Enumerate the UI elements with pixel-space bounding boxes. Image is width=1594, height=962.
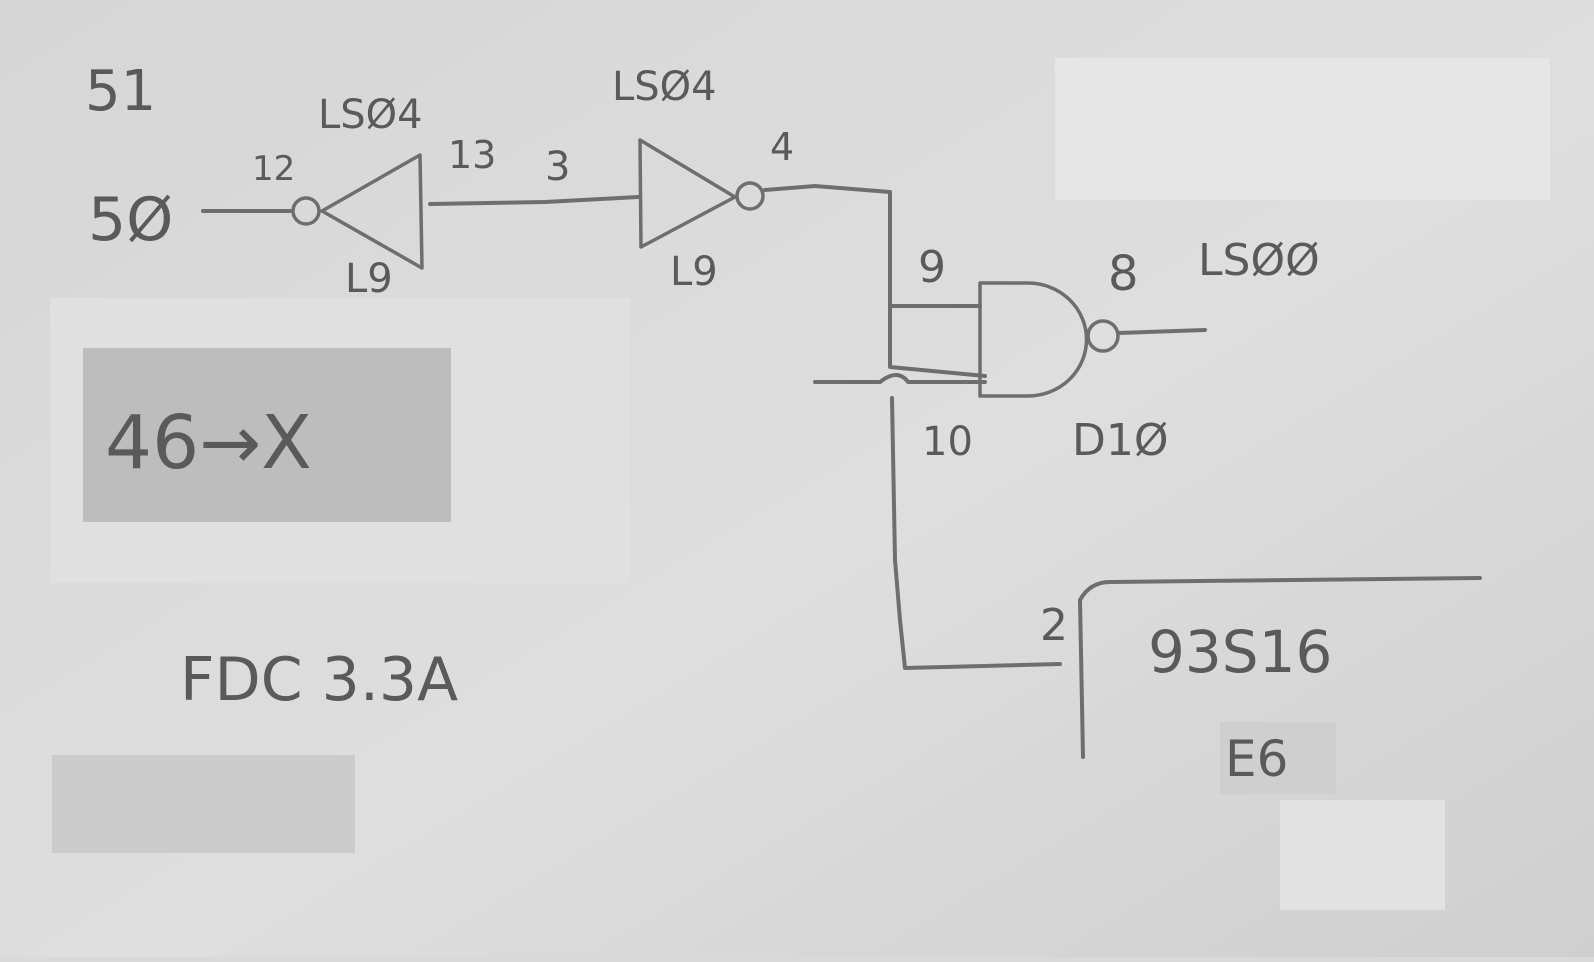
- blank-patch-bottom-right: [1280, 800, 1445, 910]
- gate3-part-label: LSØØ: [1198, 235, 1320, 286]
- blank-patch-top-right: [1055, 58, 1550, 200]
- gate1-inversion-bubble: [291, 196, 321, 226]
- wire-trunk-to-chip: [890, 396, 1062, 670]
- gate3-output-wire: [1116, 328, 1207, 335]
- board-reference: FDC 3.3A: [180, 645, 458, 715]
- sheet-reference: 51: [85, 59, 156, 124]
- gate2-input-pin: 3: [545, 144, 570, 190]
- gate2-location: L9: [670, 249, 718, 295]
- gate3-output-pin: 8: [1108, 246, 1139, 302]
- chip-part-label: 93S16: [1148, 618, 1332, 686]
- gate2-inverter-icon: [638, 138, 737, 249]
- gate1-location: L9: [345, 256, 393, 302]
- chip-location: E6: [1225, 730, 1288, 788]
- chip-location-box: [1220, 722, 1336, 794]
- gate3-input-pin-b: 10: [922, 419, 973, 465]
- gate3-location: D1Ø: [1072, 415, 1169, 466]
- gate1-part-label: LSØ4: [318, 92, 423, 138]
- gate2-part-label: LSØ4: [612, 64, 717, 110]
- gate1-inverter-icon: [320, 153, 424, 270]
- crossing-wire: [813, 373, 987, 384]
- chip-pin-number: 2: [1040, 600, 1068, 651]
- gate3-inversion-bubble: [1086, 319, 1120, 353]
- wire-trunk-to-nand-pin10: [888, 304, 987, 378]
- gate2-inversion-bubble: [735, 181, 765, 211]
- note-box-text: 46→X: [105, 400, 312, 486]
- gate1-input-pin: 12: [252, 149, 295, 189]
- input-signal-label: 5Ø: [88, 185, 173, 255]
- gate3-nand-icon: [978, 281, 1089, 398]
- note-box: [83, 348, 451, 522]
- chip-outline: [1078, 576, 1482, 759]
- wire-gate1-to-gate2: [428, 195, 640, 206]
- gate3-input-pin-a: 9: [918, 242, 946, 293]
- blank-patch-bottom-left: [52, 755, 355, 853]
- gate1-output-pin: 13: [448, 133, 496, 177]
- gate2-output-pin: 4: [770, 125, 794, 169]
- wire-gate2-to-nand: [763, 184, 982, 308]
